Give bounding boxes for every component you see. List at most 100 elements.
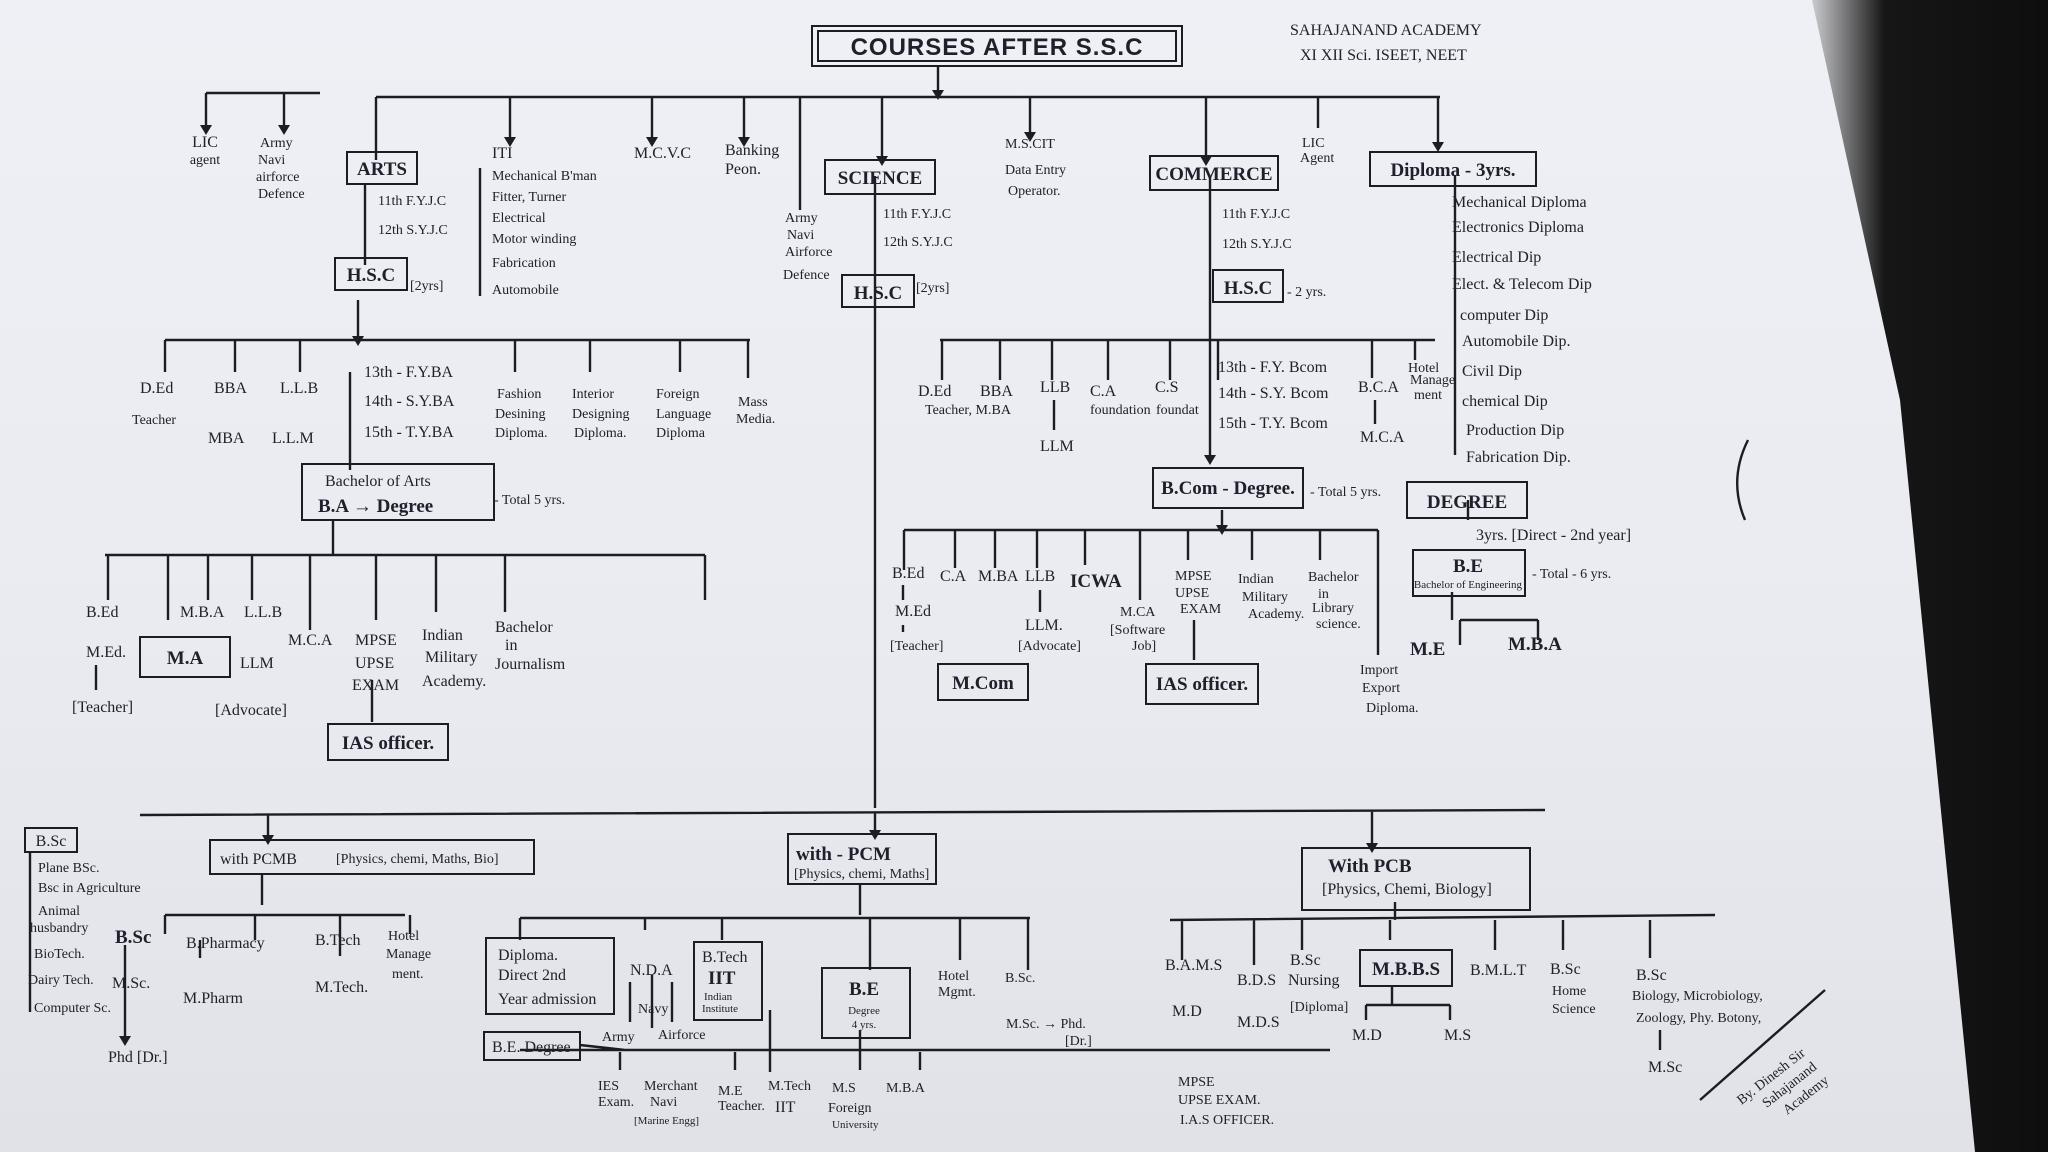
be-box xyxy=(1412,549,1526,597)
science-box xyxy=(824,159,936,195)
pcb-biology: Biology, Microbiology, xyxy=(1632,989,1763,1004)
pcb-bams: B.A.M.S xyxy=(1165,957,1222,974)
com-hotel-1: Hotel xyxy=(1408,361,1439,376)
science-hsc-years: [2yrs] xyxy=(916,281,949,296)
arts-tyba: 15th - T.Y.BA xyxy=(364,424,454,441)
bsc-item-5: BioTech. xyxy=(34,947,85,962)
be-degree-box-pcm xyxy=(483,1031,581,1061)
peon-label: Peon. xyxy=(725,161,761,178)
lic2-sub: Agent xyxy=(1300,151,1334,166)
title-box xyxy=(811,25,1183,67)
pcmb-hotel-1: Hotel xyxy=(388,929,419,944)
ba-degree: B.A → Degree xyxy=(318,496,433,517)
bcom-library: Library xyxy=(1312,601,1354,616)
btech-iit-box xyxy=(693,941,763,1021)
arts-box xyxy=(346,151,418,185)
pcmb-sub: [Physics, chemi, Maths, Bio] xyxy=(336,852,499,867)
com-cs: C.S xyxy=(1155,379,1179,396)
arts-foreign-2: Language xyxy=(656,407,711,422)
com-fybcom: 13th - F.Y. Bcom xyxy=(1218,359,1328,376)
pcm-ies-exam: Exam. xyxy=(598,1095,634,1110)
pcmb-msc: M.Sc. xyxy=(112,975,150,992)
diploma-item-1: Mechanical Diploma xyxy=(1452,194,1587,211)
bcom-icwa: ICWA xyxy=(1070,571,1122,592)
ba-mba: M.B.A xyxy=(180,604,225,621)
pcm-ies: IES xyxy=(598,1079,619,1094)
ba-mpse: MPSE xyxy=(355,632,397,649)
data-entry-label: Data Entry xyxy=(1005,163,1066,178)
ba-bed: B.Ed xyxy=(86,604,118,621)
pcmb-title: with PCMB xyxy=(220,851,297,868)
arts-mass-1: Mass xyxy=(738,395,768,410)
pcmb-btech: B.Tech xyxy=(315,932,361,949)
pcm-be-degree-label: Degree xyxy=(848,1005,880,1017)
arts-fyjc: 11th F.Y.J.C xyxy=(378,194,446,209)
arts-foreign-1: Foreign xyxy=(656,387,700,402)
diploma-be-full: Bachelor of Engineering xyxy=(1414,579,1523,591)
science-hsc: H.S.C xyxy=(854,283,903,304)
pcm-ias-officer: I.A.S OFFICER. xyxy=(1180,1113,1274,1128)
arts-hsc-years: [2yrs] xyxy=(410,279,443,294)
com-sybcom: 14th - S.Y. Bcom xyxy=(1218,385,1329,402)
pcb-home: Home xyxy=(1552,984,1586,999)
pcm-ms-foreign: Foreign xyxy=(828,1101,872,1116)
iti-item-2: Fitter, Turner xyxy=(492,190,566,205)
com-llb: LLB xyxy=(1040,379,1070,396)
pcm-upse-exam: UPSE EXAM. xyxy=(1178,1093,1260,1108)
lic2-label: LIC xyxy=(1302,136,1325,151)
pcmb-mtech: M.Tech. xyxy=(315,979,368,996)
bcom-export: Export xyxy=(1362,681,1400,696)
bcom-mpse: MPSE xyxy=(1175,569,1212,584)
army-label-2: Navi xyxy=(258,153,285,168)
diploma-be-total: - Total - 6 yrs. xyxy=(1532,567,1611,582)
bcom-advocate: [Advocate] xyxy=(1018,639,1081,654)
arts-syjc: 12th S.Y.J.C xyxy=(378,223,448,238)
bcom-med: M.Ed xyxy=(895,603,931,620)
pcm-mtech: M.Tech xyxy=(768,1079,811,1094)
bsc-item-2: Bsc in Agriculture xyxy=(38,881,141,896)
bcom-llm: LLM. xyxy=(1025,617,1063,634)
bcom-exam: EXAM xyxy=(1180,602,1222,617)
commerce-fyjc: 11th F.Y.J.C xyxy=(1222,207,1290,222)
ba-journalism: Journalism xyxy=(495,656,566,673)
pcm-mba: M.B.A xyxy=(886,1081,926,1096)
com-cs-foundat: foundat xyxy=(1156,403,1199,418)
ba-indian: Indian xyxy=(422,627,463,644)
commerce-hsc-box xyxy=(1212,269,1284,303)
connector-lines xyxy=(105,66,1826,1101)
pcm-nda: N.D.A xyxy=(630,962,673,979)
iti-item-6: Automobile xyxy=(492,283,559,298)
iti-item-3: Electrical xyxy=(492,211,546,226)
arts-fashion-2: Desining xyxy=(495,407,546,422)
arts-bba: BBA xyxy=(214,380,247,397)
page-title: COURSES AFTER S.S.C xyxy=(851,34,1144,61)
diploma-degree: DEGREE xyxy=(1427,492,1507,513)
commerce-hsc: H.S.C xyxy=(1224,278,1273,299)
pcb-science: Science xyxy=(1552,1002,1596,1017)
bsc-item-3: Animal xyxy=(38,904,80,919)
pcm-airforce: Airforce xyxy=(658,1028,705,1043)
ba-med: M.Ed. xyxy=(86,644,126,661)
diploma-item-7: Civil Dip xyxy=(1462,363,1522,380)
arts-ded: D.Ed xyxy=(140,380,173,397)
iti-item-5: Fabrication xyxy=(492,256,556,271)
pcm-ms: M.S xyxy=(832,1081,856,1096)
lic-agent-label: LIC xyxy=(192,134,218,151)
pcb-zoology: Zoology, Phy. Botony, xyxy=(1636,1011,1761,1026)
arts-llm: L.L.M xyxy=(272,430,314,447)
ba-bachelor: Bachelor xyxy=(495,619,553,636)
pcm-iit: IIT xyxy=(708,968,736,989)
arts-mass-2: Media. xyxy=(736,412,775,427)
commerce-hsc-years: - 2 yrs. xyxy=(1287,285,1326,300)
pcm-nda-lines xyxy=(628,982,674,1022)
ba-academy: Academy. xyxy=(422,673,486,690)
pcb-msc: M.Sc xyxy=(1648,1059,1682,1076)
pcm-box xyxy=(787,833,937,885)
pcm-ms-university: University xyxy=(832,1119,879,1131)
bcom-in: in xyxy=(1318,587,1329,602)
pcm-mpse: MPSE xyxy=(1178,1075,1215,1090)
bcom-diploma: Diploma. xyxy=(1366,701,1419,716)
pcm-merchant: Merchant xyxy=(644,1079,698,1094)
